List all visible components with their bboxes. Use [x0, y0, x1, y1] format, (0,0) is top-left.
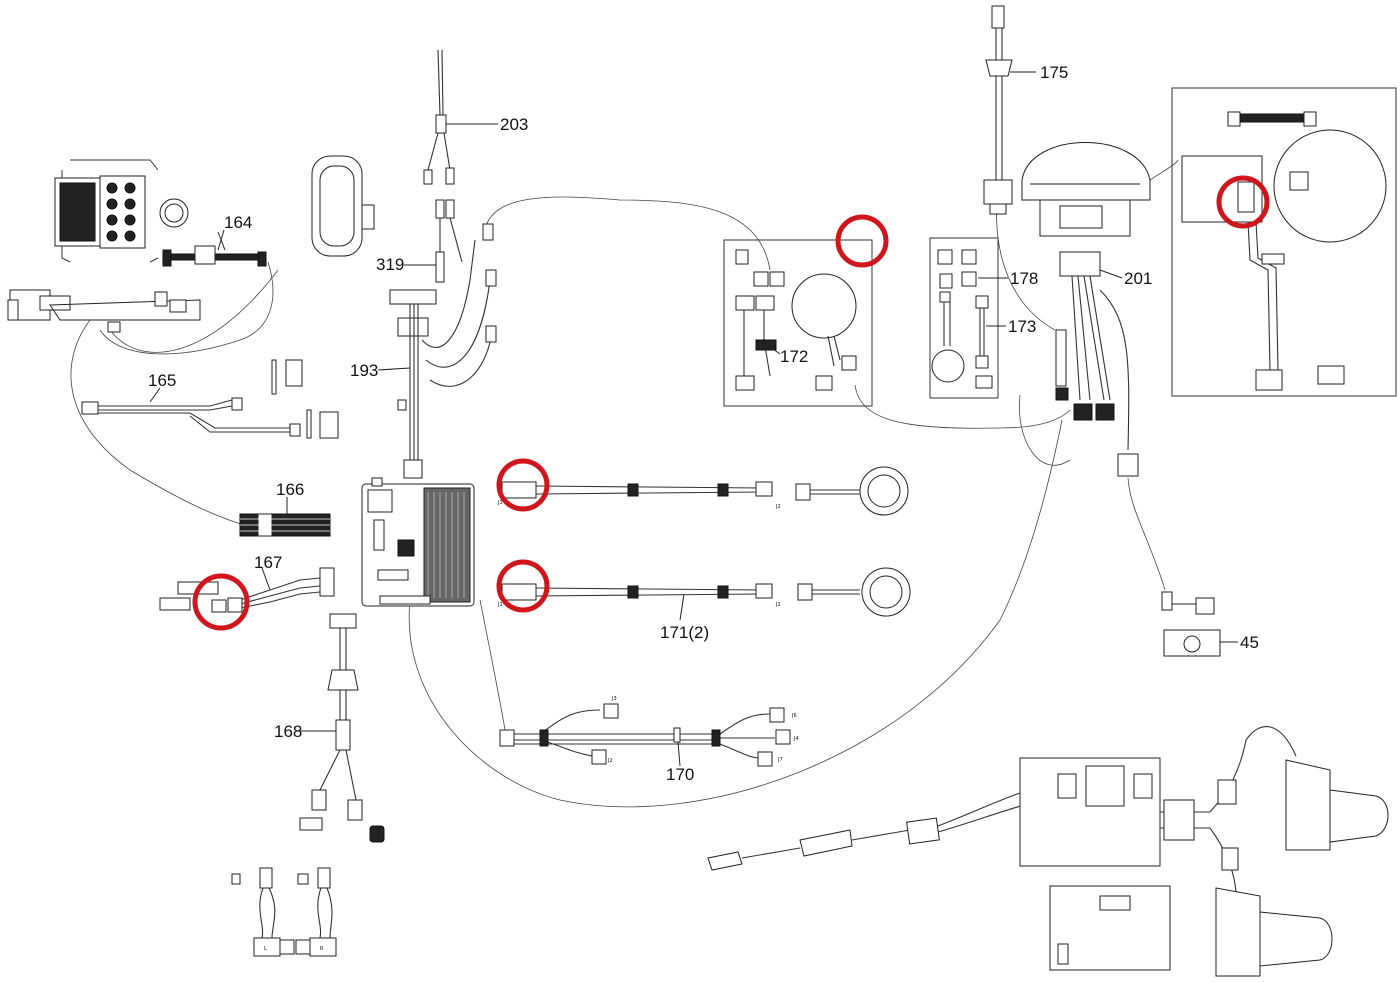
connector-label-j4: J4 — [793, 736, 799, 742]
connector-label-j1-lower: J1 — [497, 602, 503, 608]
callout-319: 319 — [376, 255, 404, 274]
lr-connector-set — [231, 867, 337, 957]
highlight-circle-box-172 — [835, 214, 889, 268]
connector-label-r: R — [320, 946, 324, 952]
connector-label-j2-upper: J2 — [775, 504, 781, 510]
harness-167 — [159, 567, 335, 613]
inset-box-173-178 — [929, 237, 999, 399]
callout-178: 178 — [1010, 269, 1038, 288]
leader-lines — [149, 71, 1238, 767]
harness-166 — [239, 513, 331, 537]
inset-box-172 — [723, 239, 873, 407]
harness-170 — [499, 703, 791, 767]
highlight-circle-171-upper — [496, 458, 550, 512]
callout-172: 172 — [780, 347, 808, 366]
highlight-circle-167 — [192, 573, 250, 631]
harness-171-lower — [501, 567, 911, 617]
callout-203: 203 — [500, 115, 528, 134]
connector-label-j6: J6 — [791, 713, 797, 719]
callout-labels: 164 165 166 167 168 170 171(2) 172 173 1… — [148, 63, 1259, 784]
connecting-cables — [70, 159, 1179, 808]
harness-193 — [389, 49, 497, 479]
callout-45: 45 — [1240, 633, 1259, 652]
connector-label-j7: J7 — [777, 757, 783, 763]
callout-173: 173 — [1008, 317, 1036, 336]
highlight-circle-display-pcb — [1216, 175, 1270, 229]
highlight-circles — [192, 175, 1270, 631]
display-dome-assembly — [983, 5, 1151, 477]
callout-168: 168 — [274, 722, 302, 741]
connector-label-j3: J3 — [611, 696, 617, 702]
connector-label-j1-upper: J1 — [497, 500, 503, 506]
callout-201: 201 — [1124, 269, 1152, 288]
callout-175: 175 — [1040, 63, 1068, 82]
callout-165: 165 — [148, 371, 176, 390]
harness-171-upper — [501, 466, 909, 516]
hand-control-assembly — [707, 726, 1389, 977]
harness-165 — [81, 359, 339, 439]
callout-170: 170 — [666, 765, 694, 784]
inset-box-display-pcb — [1171, 87, 1397, 397]
connector-labels: J3 J6 J4 J7 J2 J1 J2 J1 J2 L R — [264, 500, 799, 952]
connector-label-j2: J2 — [607, 758, 613, 764]
callout-193: 193 — [350, 361, 378, 380]
callout-167: 167 — [254, 553, 282, 572]
callout-164: 164 — [224, 213, 252, 232]
callout-166: 166 — [276, 480, 304, 499]
button-grid — [106, 182, 136, 242]
control-board — [361, 477, 475, 607]
switch-part-45 — [1161, 591, 1221, 657]
harness-168 — [299, 613, 385, 843]
callout-171: 171(2) — [660, 623, 709, 642]
connector-label-j2-lower: J2 — [775, 602, 781, 608]
remote-panel-assembly — [7, 155, 375, 333]
connector-label-l: L — [264, 946, 267, 952]
highlight-circle-171-lower — [496, 559, 550, 613]
